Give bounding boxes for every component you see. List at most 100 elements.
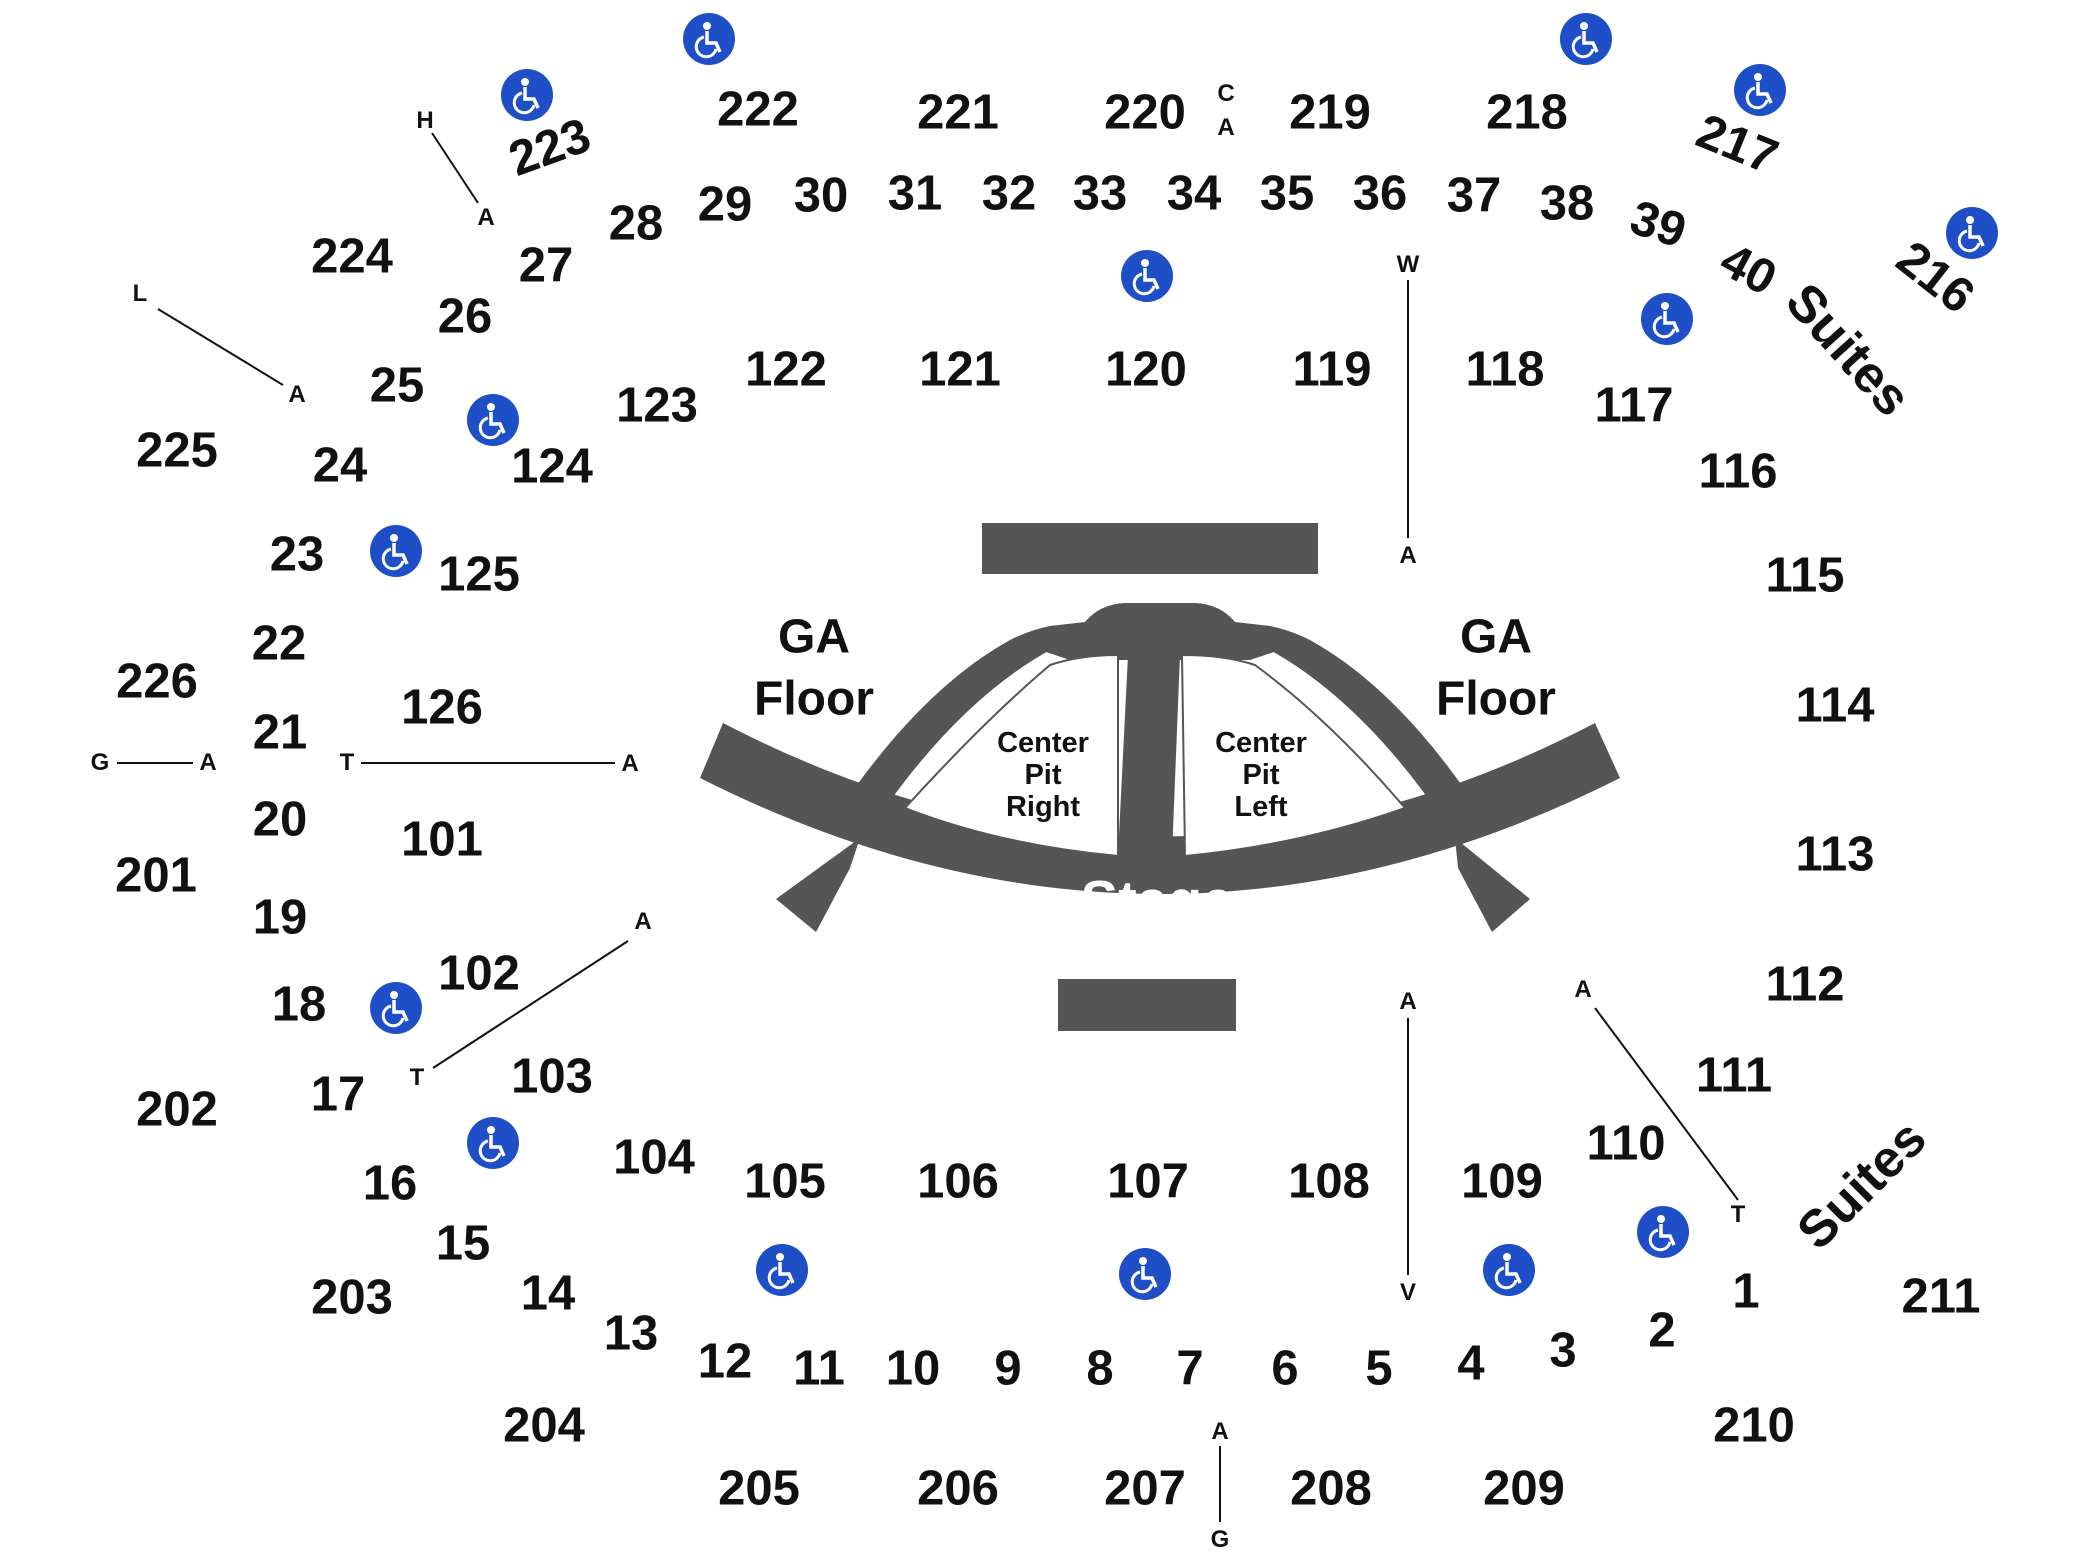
section-119[interactable]: 119 xyxy=(1292,342,1372,397)
section-23[interactable]: 23 xyxy=(269,527,325,582)
section-19[interactable]: 19 xyxy=(252,890,308,945)
section-206[interactable]: 206 xyxy=(917,1461,999,1516)
section-14[interactable]: 14 xyxy=(520,1266,576,1321)
section-204[interactable]: 204 xyxy=(503,1398,585,1453)
section-22[interactable]: 22 xyxy=(251,616,307,671)
section-2[interactable]: 2 xyxy=(1648,1303,1676,1358)
section-225[interactable]: 225 xyxy=(136,423,218,478)
section-24[interactable]: 24 xyxy=(312,438,368,493)
section-226[interactable]: 226 xyxy=(116,654,198,709)
section-8[interactable]: 8 xyxy=(1086,1341,1114,1396)
section-36[interactable]: 36 xyxy=(1352,166,1408,221)
section-205[interactable]: 205 xyxy=(718,1461,800,1516)
section-208[interactable]: 208 xyxy=(1290,1461,1372,1516)
section-27[interactable]: 27 xyxy=(518,238,574,293)
wheelchair-icon[interactable] xyxy=(1483,1244,1535,1296)
section-224[interactable]: 224 xyxy=(311,229,393,284)
section-103[interactable]: 103 xyxy=(511,1049,593,1104)
section-12[interactable]: 12 xyxy=(697,1334,753,1389)
section-126[interactable]: 126 xyxy=(401,680,483,735)
section-28[interactable]: 28 xyxy=(608,196,664,251)
section-11[interactable]: 11 xyxy=(793,1341,845,1396)
section-106[interactable]: 106 xyxy=(917,1154,999,1209)
section-124[interactable]: 124 xyxy=(511,439,593,494)
section-211[interactable]: 211 xyxy=(1901,1269,1981,1324)
section-109[interactable]: 109 xyxy=(1461,1154,1543,1209)
wheelchair-icon[interactable] xyxy=(1734,64,1786,116)
section-18[interactable]: 18 xyxy=(271,977,327,1032)
section-20[interactable]: 20 xyxy=(252,792,308,847)
section-21[interactable]: 21 xyxy=(252,705,308,760)
section-122[interactable]: 122 xyxy=(745,342,827,397)
section-26[interactable]: 26 xyxy=(437,289,493,344)
section-5[interactable]: 5 xyxy=(1365,1341,1393,1396)
wheelchair-icon[interactable] xyxy=(1121,250,1173,302)
section-121[interactable]: 121 xyxy=(919,342,1001,397)
wheelchair-icon[interactable] xyxy=(1560,13,1612,65)
section-102[interactable]: 102 xyxy=(438,946,520,1001)
section-107[interactable]: 107 xyxy=(1107,1154,1189,1209)
section-120[interactable]: 120 xyxy=(1105,342,1187,397)
section-123[interactable]: 123 xyxy=(616,378,698,433)
section-16[interactable]: 16 xyxy=(362,1156,418,1211)
section-4[interactable]: 4 xyxy=(1457,1336,1485,1391)
section-113[interactable]: 113 xyxy=(1795,827,1875,882)
section-201[interactable]: 201 xyxy=(115,848,197,903)
section-114[interactable]: 114 xyxy=(1795,678,1875,733)
wheelchair-icon[interactable] xyxy=(1641,293,1693,345)
section-38[interactable]: 38 xyxy=(1539,176,1595,231)
wheelchair-icon[interactable] xyxy=(370,982,422,1034)
section-115[interactable]: 115 xyxy=(1765,548,1845,603)
section-220[interactable]: 220 xyxy=(1104,85,1186,140)
section-108[interactable]: 108 xyxy=(1288,1154,1370,1209)
section-29[interactable]: 29 xyxy=(697,177,753,232)
section-6[interactable]: 6 xyxy=(1271,1341,1299,1396)
section-117[interactable]: 117 xyxy=(1594,378,1674,433)
section-207[interactable]: 207 xyxy=(1104,1461,1186,1516)
section-13[interactable]: 13 xyxy=(603,1306,659,1361)
section-31[interactable]: 31 xyxy=(887,166,943,221)
ga-floor-right[interactable]: GA Floor xyxy=(1436,607,1556,732)
wheelchair-icon[interactable] xyxy=(501,69,553,121)
section-104[interactable]: 104 xyxy=(613,1130,695,1185)
section-34[interactable]: 34 xyxy=(1166,166,1222,221)
section-221[interactable]: 221 xyxy=(917,85,999,140)
section-209[interactable]: 209 xyxy=(1483,1461,1565,1516)
wheelchair-icon[interactable] xyxy=(467,1117,519,1169)
wheelchair-icon[interactable] xyxy=(683,13,735,65)
section-3[interactable]: 3 xyxy=(1549,1323,1577,1378)
ga-floor-left[interactable]: GA Floor xyxy=(754,607,874,732)
center-pit-left[interactable]: Center Pit Left xyxy=(1215,727,1307,824)
section-218[interactable]: 218 xyxy=(1486,85,1568,140)
section-17[interactable]: 17 xyxy=(310,1067,366,1122)
center-pit-right[interactable]: Center Pit Right xyxy=(997,727,1089,824)
section-202[interactable]: 202 xyxy=(136,1082,218,1137)
wheelchair-icon[interactable] xyxy=(370,525,422,577)
section-118[interactable]: 118 xyxy=(1465,342,1545,397)
section-105[interactable]: 105 xyxy=(744,1154,826,1209)
wheelchair-icon[interactable] xyxy=(1119,1248,1171,1300)
section-101[interactable]: 101 xyxy=(401,812,483,867)
section-1[interactable]: 1 xyxy=(1732,1264,1760,1319)
section-35[interactable]: 35 xyxy=(1259,166,1315,221)
section-203[interactable]: 203 xyxy=(311,1270,393,1325)
section-222[interactable]: 222 xyxy=(717,82,799,137)
section-25[interactable]: 25 xyxy=(369,358,425,413)
section-110[interactable]: 110 xyxy=(1586,1116,1666,1171)
section-210[interactable]: 210 xyxy=(1713,1398,1795,1453)
section-15[interactable]: 15 xyxy=(435,1216,491,1271)
section-7[interactable]: 7 xyxy=(1176,1341,1204,1396)
section-125[interactable]: 125 xyxy=(438,547,520,602)
section-116[interactable]: 116 xyxy=(1698,444,1778,499)
section-32[interactable]: 32 xyxy=(981,166,1037,221)
wheelchair-icon[interactable] xyxy=(467,394,519,446)
wheelchair-icon[interactable] xyxy=(1946,207,1998,259)
section-30[interactable]: 30 xyxy=(793,168,849,223)
wheelchair-icon[interactable] xyxy=(1637,1206,1689,1258)
section-33[interactable]: 33 xyxy=(1072,166,1128,221)
section-111[interactable]: 111 xyxy=(1695,1048,1773,1103)
section-219[interactable]: 219 xyxy=(1289,85,1371,140)
section-9[interactable]: 9 xyxy=(994,1341,1022,1396)
section-10[interactable]: 10 xyxy=(885,1341,941,1396)
section-37[interactable]: 37 xyxy=(1446,168,1502,223)
